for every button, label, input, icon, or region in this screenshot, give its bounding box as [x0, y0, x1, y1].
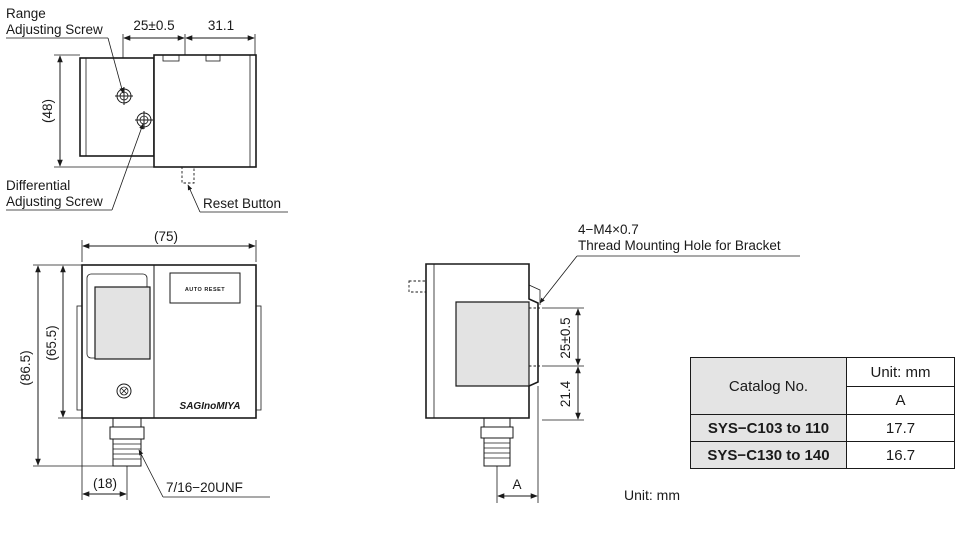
range-screw-symbol: [115, 87, 133, 105]
front-screw-symbol: [116, 383, 132, 399]
side-fitting: [480, 417, 514, 467]
table-cell-model: SYS−C130 to 140: [690, 441, 847, 469]
table-row: SYS−C103 to 110 17.7: [690, 414, 955, 442]
top-view: 25±0.5 31.1 (48) Range Adjusting Screw D…: [6, 6, 288, 213]
dim-top-width: 31.1: [208, 18, 234, 33]
label-differential-screw: Differential Adjusting Screw: [6, 178, 103, 209]
dim-fitting-offset: (18): [93, 476, 117, 491]
table-header-catalog: Catalog No.: [690, 357, 847, 415]
dim-front-height-overall: (86.5): [18, 350, 33, 385]
dim-side-lower: 21.4: [558, 380, 573, 407]
label-reset-button: Reset Button: [203, 196, 281, 211]
label-thread-mounting: 4−M4×0.7 Thread Mounting Hole for Bracke…: [578, 222, 781, 253]
table-cell-model: SYS−C103 to 110: [690, 414, 847, 442]
side-view-window: [455, 301, 530, 387]
label-fitting: 7/16−20UNF: [166, 480, 243, 495]
table-header-unit: Unit: mm: [846, 357, 955, 387]
differential-screw-symbol: [135, 111, 153, 129]
table-cell-a: 16.7: [846, 441, 955, 469]
front-view: AUTO RESET SAGInoMIYA (75) (86.5) (65.5): [18, 229, 270, 500]
top-view-rear-housing: [79, 57, 155, 157]
dim-front-width: (75): [154, 229, 178, 244]
brand-logo: SAGInoMIYA: [180, 401, 241, 412]
unit-note: Unit: mm: [624, 487, 680, 503]
label-range-screw: Range Adjusting Screw: [6, 6, 103, 37]
table-row: SYS−C130 to 140 16.7: [690, 441, 955, 469]
dim-front-height-body: (65.5): [44, 325, 59, 360]
dim-side-spacing: 25±0.5: [558, 317, 573, 358]
top-view-front-housing: [153, 54, 257, 168]
front-fitting: [109, 417, 145, 467]
side-reset-button-outline: [408, 280, 427, 293]
dim-top-spacing: 25±0.5: [133, 18, 174, 33]
front-window: [94, 286, 151, 360]
side-view: 25±0.5 21.4 A 4−M4×0.7 Thread Mounting H…: [408, 222, 800, 503]
dim-side-a: A: [512, 477, 521, 492]
table-header-a: A: [846, 386, 955, 415]
dim-top-height: (48): [40, 99, 55, 123]
auto-reset-panel: [169, 272, 241, 304]
catalog-table: Catalog No. Unit: mm A SYS−C103 to 110 1…: [690, 357, 955, 469]
reset-button-outline: [181, 166, 195, 184]
table-cell-a: 17.7: [846, 414, 955, 442]
panel-text: AUTO RESET: [185, 287, 225, 293]
